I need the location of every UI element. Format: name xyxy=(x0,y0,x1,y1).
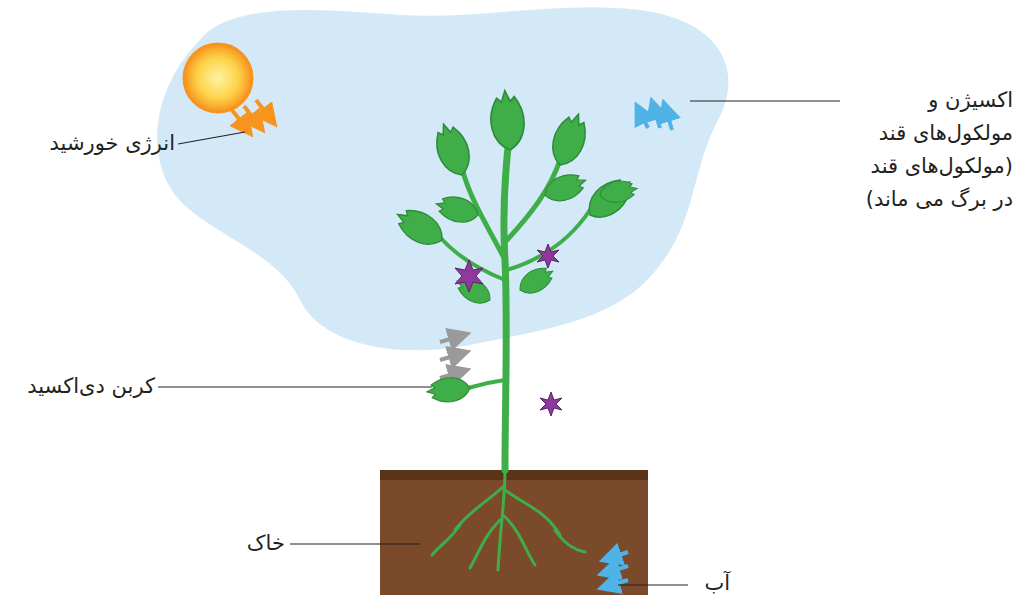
energy-label: انرژی خورشید xyxy=(15,127,175,160)
roots xyxy=(432,470,585,570)
stem xyxy=(438,130,590,470)
soil-top xyxy=(380,470,648,480)
air-cloud xyxy=(157,7,728,350)
leaves xyxy=(390,89,639,403)
soil xyxy=(380,470,648,595)
oxygen-arrows xyxy=(640,108,672,130)
gas-label: کربن دی‌اکسید xyxy=(0,370,155,403)
water-label: آب xyxy=(690,567,730,595)
sunlight-arrows xyxy=(232,100,270,128)
leader-lines xyxy=(158,101,840,585)
co2-arrows xyxy=(440,336,460,378)
water-arrows xyxy=(608,552,628,586)
soil-label: خاک xyxy=(200,527,285,560)
output-label: اکسیژن و مولکول‌های قند (مولکول‌های قند … xyxy=(845,84,1013,216)
flowers xyxy=(455,244,562,416)
sun xyxy=(184,44,252,112)
